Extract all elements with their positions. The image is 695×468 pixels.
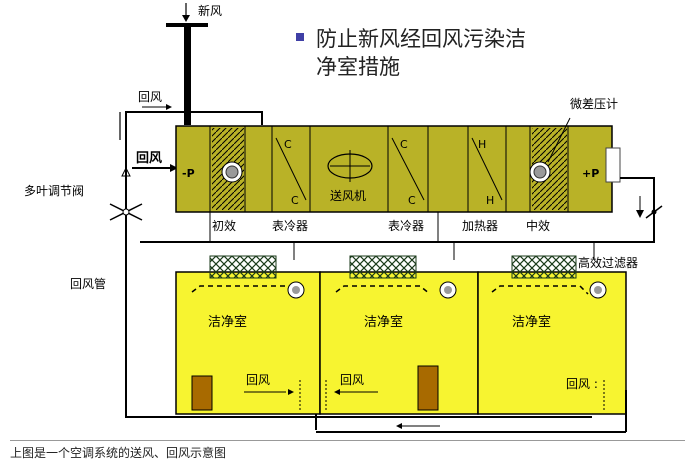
figure-caption: 上图是一个空调系统的送风、回风示意图 — [10, 446, 227, 460]
return-air-top-label: 回风 — [138, 90, 162, 104]
section-label-heater: 加热器 — [462, 219, 498, 233]
heater-top-letter: H — [478, 138, 486, 151]
negative-pressure-label: -P — [182, 167, 195, 180]
hepa-label: 高效过滤器 — [578, 255, 638, 270]
coil-1-bottom-letter: C — [291, 194, 299, 207]
diff-pressure-pointer — [547, 117, 571, 163]
title-bullet — [296, 33, 304, 41]
damper-up-arrowhead — [121, 166, 131, 177]
damper-label: 多叶调节阀 — [24, 184, 84, 198]
title-line-1: 防止新风经回风污染洁 — [316, 27, 526, 51]
return-duct-label: 回风管 — [70, 276, 106, 291]
medium-gauge-inner — [533, 165, 547, 179]
hepa-filter-3 — [511, 255, 577, 279]
fan-label: 送风机 — [330, 188, 366, 203]
return-flow-arrowhead — [396, 423, 402, 429]
coil-2-top-letter: C — [400, 138, 408, 151]
diff-pressure-label: 微差压计 — [570, 97, 618, 111]
room-1-return-label: 回风 — [246, 373, 270, 387]
hvac-diagram: 防止新风经回风污染洁 净室措施 新风 回风 回风 多叶调节阀 回风管 -P +P — [24, 3, 663, 433]
section-label-coil-1: 表冷器 — [272, 219, 308, 233]
room-2-return-arrowhead — [334, 389, 340, 395]
fresh-air-arrowhead — [182, 15, 190, 22]
room-1-gauge-inner — [292, 286, 300, 294]
coil-2-diagonal — [391, 137, 425, 201]
caption-divider — [10, 440, 685, 441]
coil-2-bottom-letter: C — [408, 194, 416, 207]
return-air-top-arrowhead — [166, 104, 172, 110]
fresh-air-hood — [166, 23, 208, 27]
section-label-medium: 中效 — [526, 218, 550, 233]
room-2-name: 洁净室 — [364, 314, 403, 330]
coil-1-top-letter: C — [284, 138, 292, 151]
hepa-filter-1 — [209, 255, 277, 279]
room-2-door — [417, 365, 439, 411]
hepa-filter-2 — [349, 255, 417, 279]
heater-diagonal — [471, 137, 503, 201]
room-1-door — [191, 375, 213, 411]
coil-1-diagonal — [275, 137, 307, 201]
primary-gauge-inner — [225, 165, 239, 179]
ahu-outlet — [605, 147, 621, 183]
room-2-return-label: 回风 — [340, 373, 364, 387]
room-1-return-arrowhead — [288, 389, 294, 395]
section-label-primary: 初效 — [212, 218, 236, 233]
fresh-air-label: 新风 — [198, 3, 222, 18]
return-duct-loop — [125, 111, 592, 418]
return-air-left-arrowhead — [170, 164, 178, 172]
heater-bottom-letter: H — [486, 194, 494, 207]
title-line-2: 净室措施 — [316, 55, 400, 79]
damper-pivot — [122, 208, 130, 216]
return-air-left-label: 回风 — [136, 151, 162, 166]
room-1-name: 洁净室 — [208, 314, 247, 330]
supply-down-arrowhead — [636, 210, 644, 218]
room-2-gauge-inner — [444, 286, 452, 294]
supply-damper-pivot — [651, 209, 657, 215]
fresh-air-duct — [184, 27, 191, 125]
room-3-gauge-inner — [594, 286, 602, 294]
room-3-return-label: 回风 : — [566, 377, 598, 391]
room-3-name: 洁净室 — [512, 314, 551, 330]
positive-pressure-label: +P — [582, 167, 599, 180]
section-label-coil-2: 表冷器 — [388, 219, 424, 233]
